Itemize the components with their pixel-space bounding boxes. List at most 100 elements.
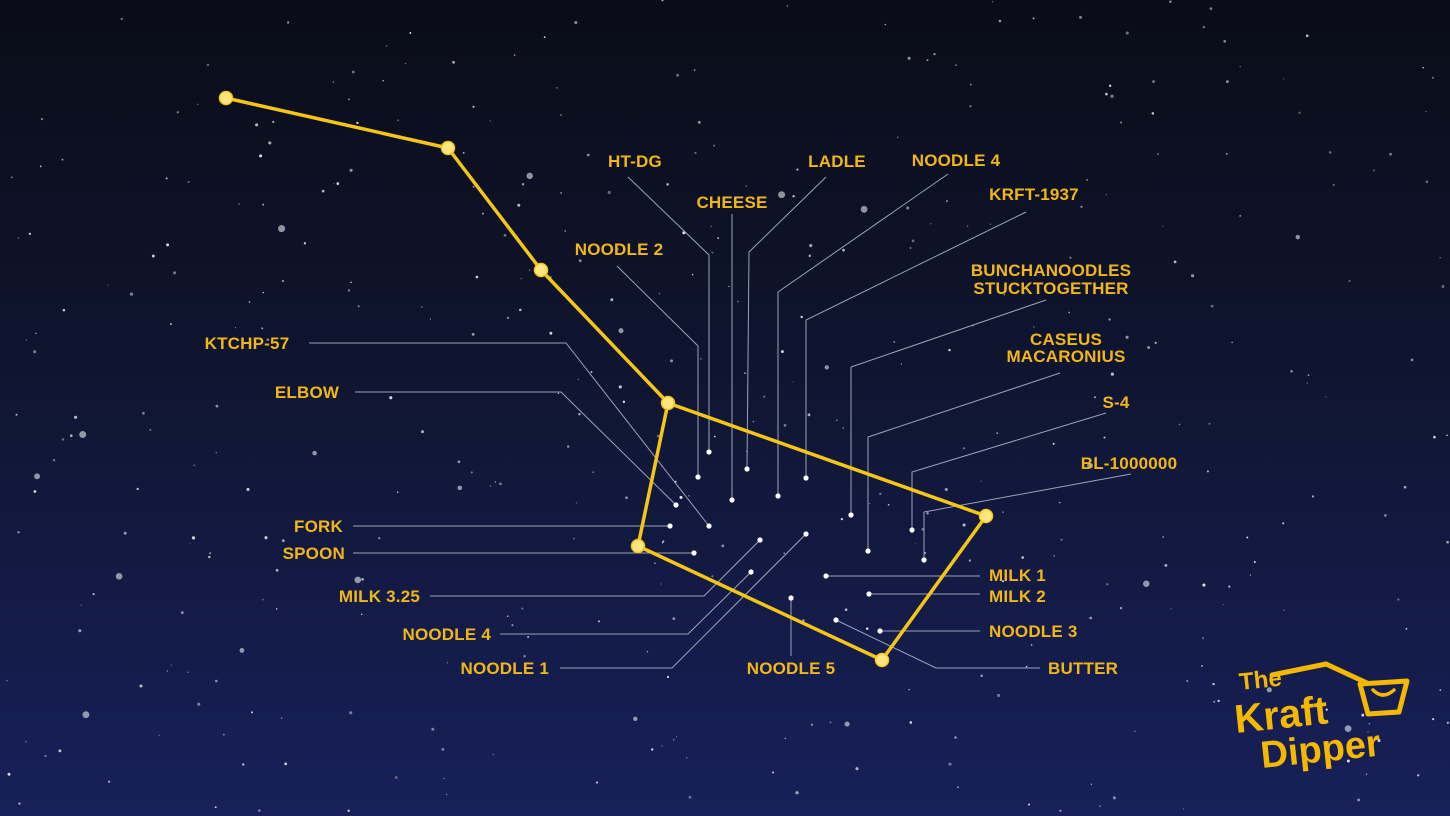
background-star (796, 168, 799, 171)
background-star (457, 485, 463, 491)
background-star (120, 17, 124, 21)
star-ht-dg (706, 449, 712, 455)
background-star (1143, 580, 1150, 587)
background-star (196, 103, 199, 106)
background-star (511, 624, 514, 627)
logo-text-the: The (1238, 665, 1283, 696)
label-ladle: LADLE (808, 152, 866, 171)
background-star (1332, 183, 1335, 186)
background-star (215, 452, 217, 454)
background-star (431, 727, 435, 731)
background-star (962, 447, 966, 450)
background-star (1164, 563, 1168, 567)
background-star (948, 762, 952, 766)
background-star (914, 543, 917, 545)
background-star (321, 189, 325, 193)
background-star (564, 230, 566, 232)
background-star (1093, 396, 1096, 399)
background-star (472, 105, 475, 108)
background-star (1441, 285, 1445, 288)
label-krft1937: KRFT-1937 (989, 185, 1079, 204)
background-star (1105, 194, 1107, 196)
background-star (17, 531, 20, 534)
background-star (79, 431, 87, 438)
star-elbow (673, 502, 679, 508)
background-star (123, 531, 127, 535)
background-star (349, 168, 353, 172)
background-star (1209, 7, 1213, 10)
background-star (7, 772, 11, 776)
background-star (944, 487, 948, 492)
background-star (1080, 357, 1083, 360)
background-star (489, 485, 492, 487)
background-star (1202, 25, 1206, 29)
background-star (255, 123, 259, 127)
background-star (489, 120, 491, 122)
background-star (28, 232, 32, 236)
background-star (556, 87, 558, 89)
background-star (1397, 598, 1400, 601)
background-star (1311, 495, 1314, 498)
background-star (566, 445, 570, 448)
background-star (1120, 121, 1122, 124)
leader-endpoints (667, 449, 927, 634)
star-bl1000000 (921, 557, 927, 563)
background-star (1328, 151, 1332, 154)
background-star (978, 265, 981, 268)
background-star (347, 289, 351, 292)
label-caseus-line1: CASEUS (1030, 330, 1102, 349)
background-star (574, 20, 578, 25)
background-star (672, 617, 676, 620)
star-spoon (691, 550, 697, 556)
logo-text-kraft: Kraft (1232, 688, 1329, 742)
background-star (1125, 31, 1129, 35)
background-star (1344, 725, 1352, 732)
background-star (1223, 39, 1227, 43)
background-star (523, 655, 526, 658)
background-star (452, 60, 455, 64)
background-star (17, 237, 20, 239)
background-star (908, 688, 910, 691)
background-star (248, 301, 251, 303)
background-star (446, 662, 448, 664)
leader-line-krft1937 (805, 211, 1027, 478)
background-star (1030, 644, 1033, 646)
background-star (1446, 434, 1448, 437)
background-star (15, 413, 18, 416)
background-star (108, 780, 111, 783)
background-star (1125, 335, 1129, 339)
background-star (970, 83, 972, 86)
background-star (921, 528, 925, 531)
background-star (807, 413, 811, 417)
label-butter: BUTTER (1048, 659, 1118, 678)
leader-line-ktchp57 (309, 342, 710, 527)
background-star (441, 747, 445, 751)
background-star (1108, 84, 1112, 88)
background-star (1422, 66, 1425, 69)
background-star (666, 183, 669, 186)
background-star (713, 144, 716, 147)
background-star (528, 269, 531, 271)
background-star (1225, 80, 1229, 84)
star-noodle4-bottom (748, 569, 754, 575)
background-star (189, 542, 191, 544)
background-star (129, 292, 134, 296)
star-fork (667, 523, 673, 529)
kraft-dipper-logo: The Kraft Dipper (1232, 661, 1410, 777)
background-star (948, 348, 951, 352)
background-star (968, 559, 972, 562)
background-star (694, 151, 697, 155)
label-noodle1: NOODLE 1 (460, 659, 549, 678)
background-star (261, 327, 264, 330)
background-star (275, 608, 278, 610)
label-fork: FORK (294, 517, 343, 536)
background-star (693, 69, 696, 71)
background-star (835, 419, 838, 422)
background-star (506, 316, 510, 320)
background-star (1080, 205, 1083, 208)
background-star (1210, 304, 1214, 308)
background-star (1105, 92, 1108, 96)
dipper-star-phecda (630, 538, 646, 554)
background-star (281, 539, 285, 543)
background-star (251, 711, 253, 714)
